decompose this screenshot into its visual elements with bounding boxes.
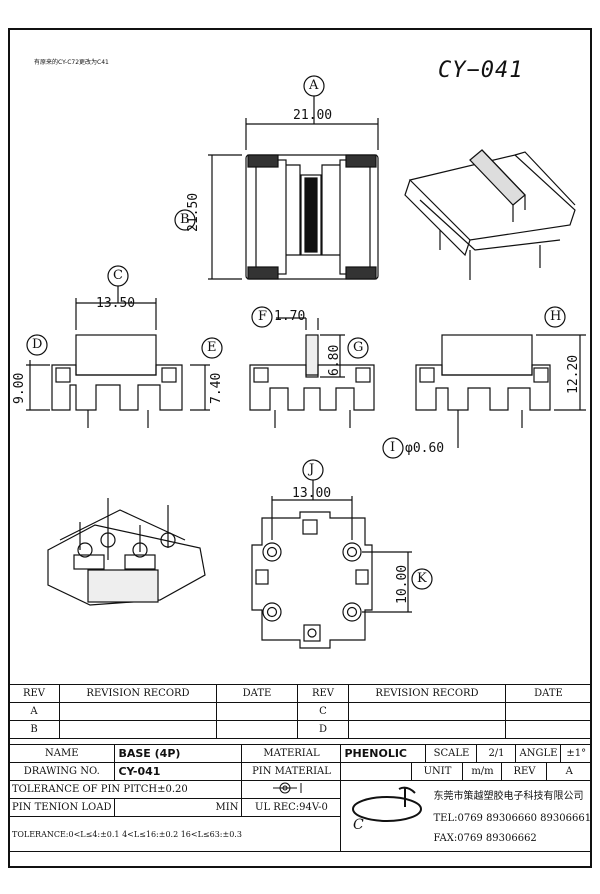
drawing-no-label: DRAWING NO. (7, 762, 116, 781)
revision-record-cell (348, 702, 506, 721)
unit-label: UNIT (411, 763, 464, 781)
date-cell (505, 702, 592, 721)
dimension-D: 9.00 (12, 372, 27, 404)
dimension-E: 7.40 (209, 372, 224, 404)
rev-header-left: REV (8, 684, 60, 703)
rev-header-right: REV (297, 684, 349, 703)
end-view (415, 334, 586, 448)
revision-record-cell (59, 720, 217, 739)
company-tel: TEL:0769 89306660 89306661 (433, 813, 592, 824)
title-block: NAME BASE (4P) MATERIAL PHENOLIC SCALE 2… (7, 744, 592, 852)
callout-F (251, 306, 273, 328)
scale-value: 2/1 (476, 744, 517, 763)
date-cell (216, 702, 298, 721)
callout-B (174, 209, 196, 231)
callout-K-label: K (417, 571, 427, 586)
company-name: 东莞市策越塑胶电子科技有限公司 (433, 791, 584, 802)
tolerance-general: TOLERANCE:0<L≤4:±0.1 4<L≤16:±0.2 16<L≤63… (7, 816, 342, 852)
callout-K (411, 568, 433, 590)
callout-D-label: D (32, 337, 43, 352)
dimension-K: 10.00 (395, 564, 410, 604)
name-value: BASE (4P) (114, 744, 243, 763)
drawing-no-value: CY-041 (114, 762, 243, 781)
company-fax: FAX:0769 89306662 (433, 833, 537, 844)
dimension-G: 6.80 (327, 344, 342, 376)
callout-E-label: E (207, 340, 217, 355)
callout-C-label: C (113, 268, 123, 283)
coaxiality-icon (273, 782, 302, 794)
date-cell (505, 720, 592, 739)
pin-material-symbol (241, 780, 342, 799)
rev-cell: D (297, 720, 349, 739)
rev-cell: B (8, 720, 60, 739)
isometric-view-top (404, 149, 576, 280)
dimension-A: 21.00 (293, 108, 333, 123)
dimension-B: 21.50 (186, 192, 201, 232)
dimension-F: 1.70 (274, 309, 306, 324)
revision-note: 有原来的CY-C72更改为C41 (34, 59, 109, 66)
part-code-title: CY−041 (438, 58, 524, 83)
ul-rec: UL REC:94V-0 (241, 798, 342, 817)
rev-label: REV (501, 763, 548, 781)
material-label: MATERIAL (241, 744, 342, 763)
rev-cell: A (8, 702, 60, 721)
revision-table: REV REVISION RECORD DATE REV REVISION RE… (8, 684, 592, 739)
pin-tension-label: PIN TENION LOAD (7, 798, 116, 817)
date-header-left: DATE (216, 684, 298, 703)
bottom-view (251, 496, 412, 649)
revision-row: A C (8, 702, 592, 721)
callout-J-label: J (309, 462, 315, 477)
angle-value: ±1° (560, 744, 592, 763)
callout-G (347, 337, 369, 359)
top-view (208, 118, 379, 280)
scale-label: SCALE (425, 744, 478, 763)
callout-E (201, 337, 223, 359)
dimension-H: 12.20 (566, 354, 581, 394)
revision-record-header-left: REVISION RECORD (59, 684, 217, 703)
drawing-frame (8, 28, 592, 868)
unit-value: m/m (462, 763, 503, 781)
dimension-J: 13.00 (292, 486, 332, 501)
callout-D (26, 334, 48, 356)
revision-record-cell (348, 720, 506, 739)
revision-row: B D (8, 720, 592, 739)
revision-record-header-right: REVISION RECORD (348, 684, 506, 703)
name-label: NAME (7, 744, 116, 763)
callout-G-label: G (353, 340, 364, 355)
material-value: PHENOLIC (340, 744, 427, 763)
company-block: UNIT m/m REV A C 东莞市策越塑胶电子科技有限公司 TEL:076… (340, 762, 592, 852)
pin-tension-value: MIN (114, 798, 243, 817)
callout-I (382, 437, 404, 459)
dimension-I: φ0.60 (405, 441, 445, 456)
callout-F-label: F (258, 309, 268, 324)
callout-A-label: A (309, 78, 319, 93)
rev-value: A (546, 763, 591, 781)
date-header-right: DATE (505, 684, 592, 703)
callout-H (544, 306, 566, 328)
rev-cell: C (297, 702, 349, 721)
logo-letter-c: C (353, 817, 364, 833)
tolerance-pin-pitch: TOLERANCE OF PIN PITCH±0.20 (7, 780, 243, 799)
company-logo: C (352, 786, 423, 833)
dimension-C: 13.50 (96, 296, 136, 311)
pin-material-label: PIN MATERIAL (241, 762, 342, 781)
side-view (249, 317, 375, 428)
revision-header-row: REV REVISION RECORD DATE REV REVISION RE… (8, 684, 592, 703)
callout-H-label: H (550, 309, 562, 324)
date-cell (216, 720, 298, 739)
callout-B-label: B (180, 212, 190, 227)
callout-I-label: I (390, 440, 396, 455)
revision-record-cell (59, 702, 217, 721)
angle-label: ANGLE (515, 744, 562, 763)
isometric-view-bottom (47, 498, 206, 606)
front-view (26, 298, 210, 428)
